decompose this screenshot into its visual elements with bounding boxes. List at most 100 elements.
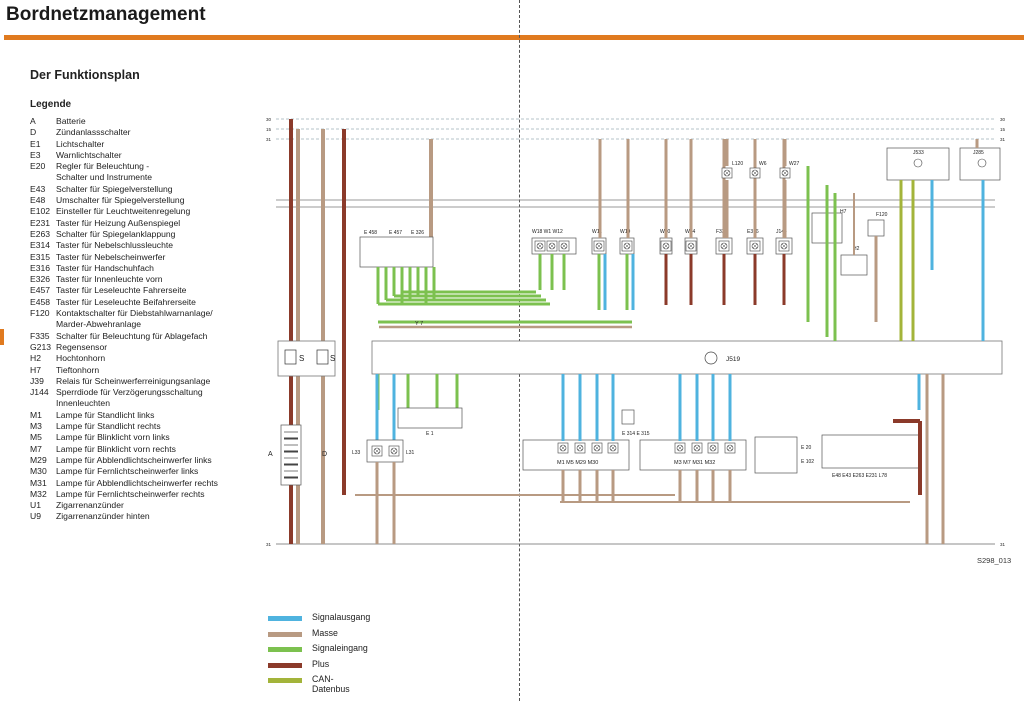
legend-description: Lampe für Fernlichtscheinwerfer links xyxy=(56,466,199,477)
diagram-label: F335 xyxy=(716,229,728,235)
legend-description: Zündanlassschalter xyxy=(56,127,131,138)
lamp-symbol xyxy=(373,447,381,455)
lamp-symbol xyxy=(576,444,584,452)
lamp-cross xyxy=(561,243,567,249)
legend-description: Tieftonhorn xyxy=(56,364,100,375)
legend-code: E3 xyxy=(30,149,41,160)
lamp-cross xyxy=(721,243,727,249)
mirror-switches xyxy=(821,434,920,469)
lamp-symbol xyxy=(693,444,701,452)
legend-description: Taster für Leseleuchte Beifahrerseite xyxy=(56,296,196,307)
legend-code: F335 xyxy=(30,330,50,341)
legend-code xyxy=(30,398,56,409)
contact-switch xyxy=(867,219,885,237)
legend-description: Batterie xyxy=(56,116,86,126)
wire-color-swatch xyxy=(268,662,302,668)
lamp-cross xyxy=(594,445,600,451)
diagram-label: E 326 xyxy=(411,230,424,236)
legend-item: Marder-Abwehranlage xyxy=(30,319,218,330)
horn xyxy=(840,254,868,276)
diagram-label: M1 M5 M29 M30 xyxy=(557,460,598,466)
diagram-label: E 314 E 315 xyxy=(622,431,650,437)
diagram-label: 15 xyxy=(1000,127,1006,132)
legend-code: E20 xyxy=(30,161,46,172)
diagram-label: F120 xyxy=(876,212,888,218)
legend-code: J39 xyxy=(30,375,44,386)
diagram-label: J533 xyxy=(913,150,924,156)
wire-color-swatch xyxy=(268,631,302,637)
legend-description: Schalter und Instrumente xyxy=(56,172,153,183)
legend-code: E1 xyxy=(30,138,41,149)
lamp-symbol xyxy=(593,444,601,452)
diagram-label: 15 xyxy=(266,127,272,132)
wire-legend-label: Plus xyxy=(312,658,330,669)
battery xyxy=(280,424,302,486)
fuse xyxy=(316,349,329,365)
diagram-label: W6 xyxy=(759,161,767,167)
legend-description: Lampe für Abblendlichtscheinwerfer recht… xyxy=(56,477,218,488)
legend-code: E231 xyxy=(30,217,51,228)
legend-description: Lampe für Standlicht rechts xyxy=(56,421,161,432)
lamp-cross xyxy=(781,243,787,249)
lamp-cross xyxy=(782,170,788,176)
lamp-symbol xyxy=(676,444,684,452)
wire-legend-label: Signaleingang xyxy=(312,643,368,653)
legend-item: M30 Lampe für Fernlichtscheinwerfer links xyxy=(30,466,218,477)
legend-code: E326 xyxy=(30,274,51,285)
diagram-label: E 20 xyxy=(801,445,812,451)
legend-code: H2 xyxy=(30,353,41,364)
diagram-label: A xyxy=(268,451,273,458)
legend-code: E316 xyxy=(30,262,51,273)
legend-description: Hochtonhorn xyxy=(56,353,106,364)
title-rule xyxy=(4,35,1024,40)
legend-code: M29 xyxy=(30,454,47,465)
legend-description: Taster für Nebelschlussleuchte xyxy=(56,240,174,251)
lamp-symbol xyxy=(662,242,670,250)
diagram-label: S xyxy=(299,354,304,363)
legend-description: Marder-Abwehranlage xyxy=(56,319,142,330)
diagram-label: L120 xyxy=(732,161,743,167)
legend-description: Taster für Leseleuchte Fahrerseite xyxy=(56,285,187,296)
diagram-label: M3 M7 M31 M32 xyxy=(674,460,715,466)
diagram-label: 30 xyxy=(266,117,272,122)
legend-code: G213 xyxy=(30,341,52,352)
legend-heading: Legende xyxy=(30,99,72,110)
legend-description: Zigarrenanzünder xyxy=(56,500,124,511)
legend-code: E263 xyxy=(30,228,51,239)
lamp-cross xyxy=(596,243,602,249)
diagram-label: E 1 xyxy=(426,431,434,437)
lamp-symbol xyxy=(780,242,788,250)
legend-code: J144 xyxy=(30,387,49,398)
diagram-label: H2 xyxy=(853,246,860,252)
legend-description: Schalter für Beleuchtung für Ablagefach xyxy=(56,330,208,341)
legend-code: M30 xyxy=(30,466,47,477)
fog-switch xyxy=(621,409,635,425)
legend-code: F120 xyxy=(30,308,50,319)
module-symbol xyxy=(913,158,923,168)
legend-description: Taster für Handschuhfach xyxy=(56,262,154,273)
diagram-label: J519 xyxy=(726,356,740,363)
diagram-label: E48 E43 E263 E231 L78 xyxy=(832,473,887,479)
legend-description: Lampe für Fernlichtscheinwerfer rechts xyxy=(56,488,205,499)
page-title: Bordnetzmanagement xyxy=(6,4,206,25)
diagram-label: D xyxy=(322,451,327,458)
legend-code: E48 xyxy=(30,195,46,206)
lamp-cross xyxy=(663,243,669,249)
legend-code: E457 xyxy=(30,285,51,296)
figure-code: S298_013 xyxy=(977,556,1012,565)
wire-color-swatch xyxy=(268,616,302,621)
